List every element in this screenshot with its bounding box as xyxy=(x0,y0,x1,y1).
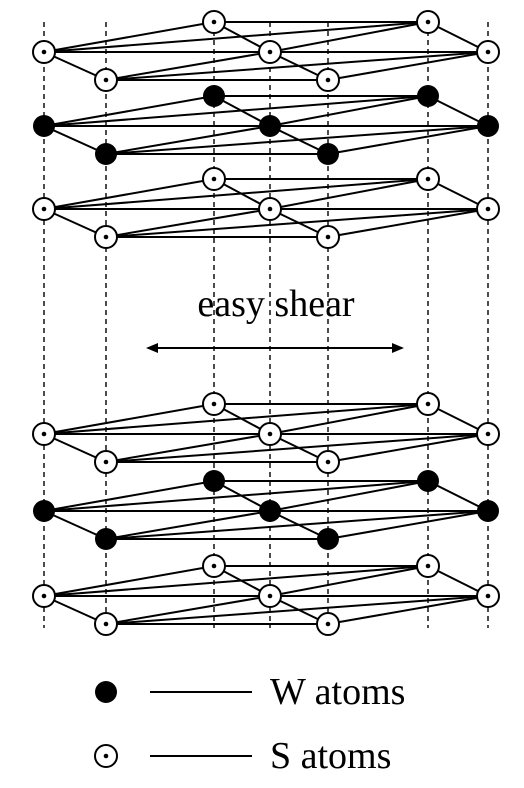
s-atom-center-dot xyxy=(103,621,109,627)
s-atom-center-dot xyxy=(425,401,431,407)
w-atom xyxy=(259,500,281,522)
layer-edge xyxy=(105,433,271,463)
w-atom xyxy=(95,143,117,165)
layer-edge xyxy=(327,51,489,81)
layer-edge xyxy=(43,125,107,155)
layer-edge xyxy=(43,510,107,540)
layer-edge xyxy=(105,433,489,463)
s-atom-center-dot xyxy=(103,234,109,240)
atom-markers xyxy=(32,10,500,636)
layer-edge xyxy=(43,480,429,512)
layer-edge xyxy=(43,565,429,597)
s-atom-center-dot xyxy=(211,176,217,182)
layer-edge xyxy=(43,21,215,53)
s-atom-center-dot xyxy=(103,77,109,83)
legend-label-s-atoms: S atoms xyxy=(270,735,391,777)
layer-edge xyxy=(105,51,271,81)
w-atom xyxy=(477,115,499,137)
legend-item-s-atoms: S atoms xyxy=(94,735,391,777)
w-atom xyxy=(203,85,225,107)
layer-edge xyxy=(105,510,271,540)
layer-edge xyxy=(327,208,489,238)
w-atom xyxy=(203,470,225,492)
layer-edge xyxy=(43,178,215,210)
s-atom-center-dot xyxy=(485,431,491,437)
layer-edge xyxy=(269,21,429,53)
s-atom-center-dot xyxy=(325,77,331,83)
layer-edge xyxy=(105,208,489,238)
s-atom-center-dot xyxy=(41,206,47,212)
layer-edge xyxy=(43,178,429,210)
s-atom-center-dot xyxy=(485,593,491,599)
layer-edge xyxy=(105,125,271,155)
layer-edge xyxy=(105,51,489,81)
layer-edge xyxy=(105,125,489,155)
s-atom-center-dot xyxy=(485,49,491,55)
layer-edge xyxy=(43,403,215,435)
s-atom-center-dot xyxy=(267,49,273,55)
layer-edge xyxy=(43,95,215,127)
w-atom xyxy=(95,528,117,550)
layer-edge xyxy=(269,178,429,210)
w-atom xyxy=(477,500,499,522)
layer-edge xyxy=(327,433,489,463)
layer-edge xyxy=(105,595,489,625)
s-atom-center-dot xyxy=(211,19,217,25)
layer-edge xyxy=(327,595,489,625)
s-atom-center-dot xyxy=(267,593,273,599)
layer-edge xyxy=(269,95,429,127)
legend: W atoms S atoms xyxy=(94,671,405,777)
layer-edge xyxy=(43,480,215,512)
easy-shear-label: easy shear xyxy=(197,283,355,325)
legend-item-w-atoms: W atoms xyxy=(95,671,405,713)
layer-edge xyxy=(327,510,489,540)
s-atom-center-dot xyxy=(211,401,217,407)
w-atom xyxy=(417,85,439,107)
w-atom xyxy=(33,500,55,522)
layer-edge xyxy=(43,21,429,53)
s-atom-center-dot xyxy=(425,563,431,569)
layer-edge xyxy=(327,125,489,155)
layer-edge xyxy=(43,403,429,435)
s-atom-center-dot xyxy=(267,206,273,212)
w-atom xyxy=(317,143,339,165)
s-atom-center-dot xyxy=(41,49,47,55)
s-atom-center-dot xyxy=(325,459,331,465)
layer-edge xyxy=(43,95,429,127)
s-atom-center-dot xyxy=(325,234,331,240)
s-atom-center-dot xyxy=(485,206,491,212)
layer-edge xyxy=(105,208,271,238)
s-atom-center-dot xyxy=(267,431,273,437)
w-atom xyxy=(259,115,281,137)
s-atom-center-dot xyxy=(425,19,431,25)
w-atom xyxy=(33,115,55,137)
layer-edge xyxy=(43,565,215,597)
layer-edge xyxy=(105,595,271,625)
layer-edge xyxy=(269,403,429,435)
s-atom-center-dot xyxy=(325,621,331,627)
layer-edge xyxy=(427,480,489,512)
w-atom-legend-icon xyxy=(95,681,117,703)
layer-edge xyxy=(269,480,429,512)
layer-edge xyxy=(269,565,429,597)
s-atom-legend-dot xyxy=(103,753,109,759)
s-atom-center-dot xyxy=(41,431,47,437)
s-atom-center-dot xyxy=(211,563,217,569)
s-atom-center-dot xyxy=(103,459,109,465)
w-atom xyxy=(317,528,339,550)
s-atom-center-dot xyxy=(425,176,431,182)
easy-shear-annotation: easy shear xyxy=(146,283,404,353)
layer-edge xyxy=(427,95,489,127)
legend-label-w-atoms: W atoms xyxy=(270,671,405,713)
w-atom xyxy=(417,470,439,492)
s-atom-center-dot xyxy=(41,593,47,599)
layer-edge xyxy=(105,510,489,540)
